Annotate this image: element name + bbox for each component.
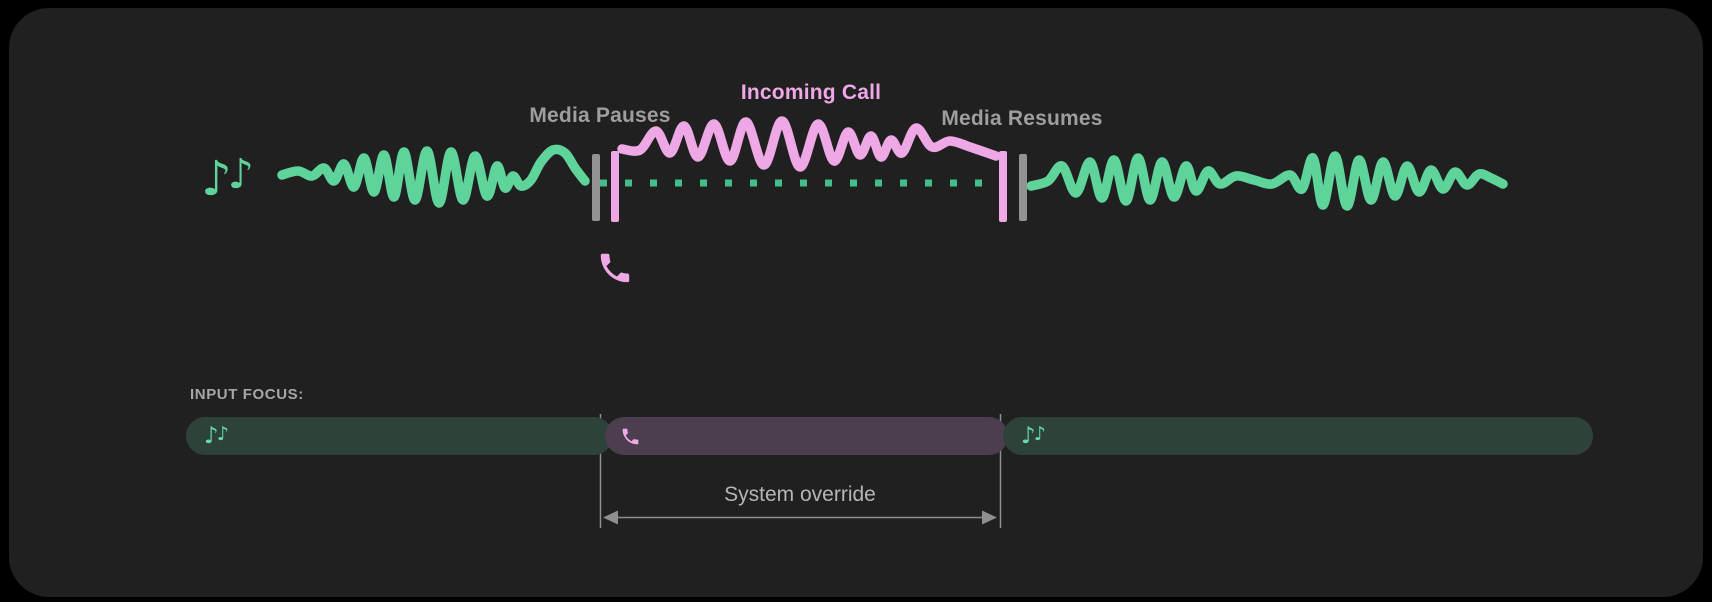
focus-segment-call — [605, 417, 1008, 455]
incoming-call-label: Incoming Call — [740, 81, 882, 104]
music-notes-icon: ♪♪ — [204, 422, 229, 449]
system-override-label: System override — [724, 483, 876, 506]
media-wave-before — [277, 144, 590, 208]
media-music-notes-icon: ♪♪ — [201, 150, 254, 207]
music-note-glyph: ♪ — [201, 151, 232, 207]
media-pauses-label: Media Pauses — [529, 104, 671, 127]
focus-segment-media-1: ♪♪ — [186, 417, 613, 455]
override-span-arrow — [603, 510, 997, 525]
resume-marker-pink — [999, 151, 1007, 222]
diagram-card — [9, 8, 1703, 597]
incoming-call-wave — [617, 116, 1001, 172]
focus-segment-media-2: ♪♪ — [1003, 417, 1593, 455]
media-wave-after — [1026, 151, 1508, 211]
phone-icon — [622, 428, 639, 444]
input-focus-label: INPUT FOCUS: — [190, 386, 304, 403]
pause-marker-pink — [611, 151, 619, 222]
music-note-glyph: ♪ — [227, 150, 254, 198]
resume-marker-gray — [1019, 154, 1027, 221]
music-notes-icon: ♪♪ — [1021, 422, 1046, 449]
incoming-call-phone-icon — [600, 253, 630, 283]
pause-marker-gray — [592, 154, 600, 221]
media-resumes-label: Media Resumes — [941, 107, 1103, 130]
